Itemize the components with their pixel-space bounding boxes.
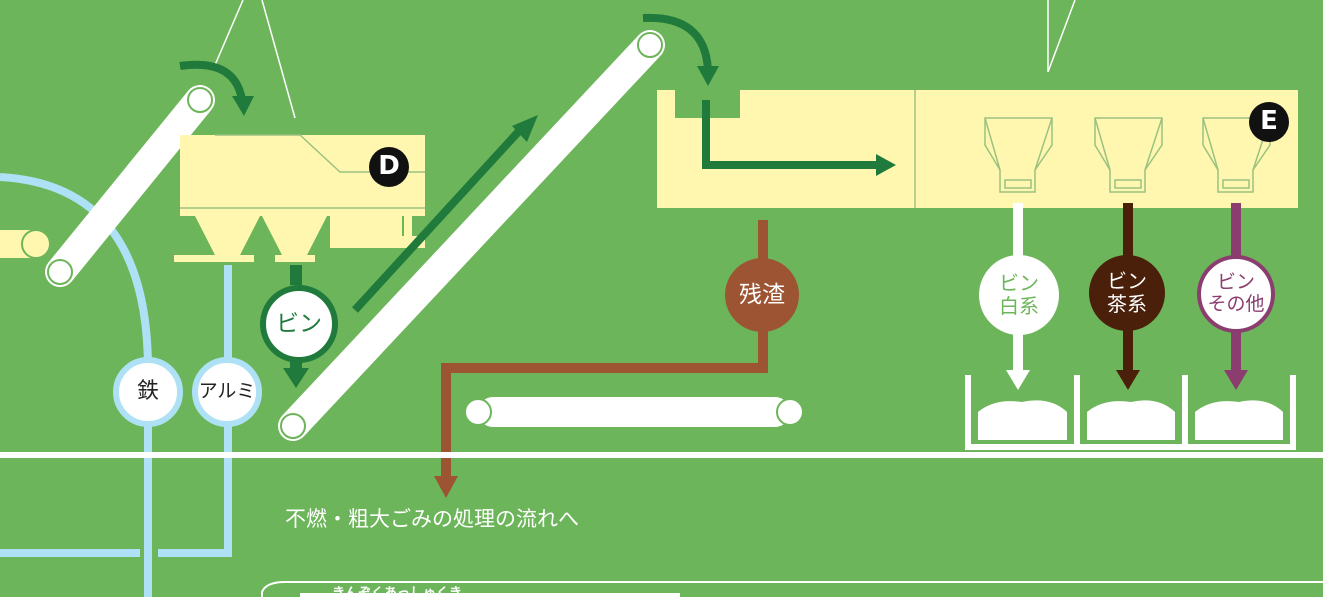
bin-white-badge: ビン 白系 xyxy=(979,255,1059,335)
iron-label-badge: 鉄 xyxy=(113,357,183,427)
bin-white-line1: ビン xyxy=(999,271,1039,295)
aluminum-label-badge: アルミ xyxy=(192,357,262,427)
flow-to-nonburnable-text: 不燃・粗大ごみの処理の流れへ xyxy=(285,507,579,531)
callout-lines xyxy=(214,0,1076,119)
arrow-inside-sorter xyxy=(702,100,880,169)
arrow-to-d xyxy=(179,60,246,101)
bin-white-line2: 白系 xyxy=(999,294,1039,318)
iron-line xyxy=(0,173,152,597)
bin-brown-badge: ビン 茶系 xyxy=(1089,255,1165,331)
machine-e xyxy=(657,90,1298,208)
containers xyxy=(965,375,1296,450)
bottom-panel-outline xyxy=(261,581,1323,597)
residue-label-badge: 残渣 xyxy=(725,258,799,332)
conveyor-horizontal xyxy=(464,397,804,427)
conveyor-diagonal-2 xyxy=(278,30,665,441)
bin-other-badge: ビン その他 xyxy=(1197,255,1275,333)
residue-arrow-head xyxy=(434,476,458,498)
bin-other-line1: ビン xyxy=(1216,271,1255,294)
bin-label-badge: ビン xyxy=(260,285,338,363)
left-conveyor-stub xyxy=(0,229,51,259)
bin-brown-line2: 茶系 xyxy=(1107,292,1147,316)
arrow-to-d-head xyxy=(232,96,254,116)
machine-d xyxy=(174,135,425,262)
bin-arrow-diagonal xyxy=(352,127,523,313)
conveyor-diagonal-1 xyxy=(45,85,215,287)
bin-brown-line1: ビン xyxy=(1107,269,1147,293)
arrow-from-d-head xyxy=(283,368,309,388)
arrow-from-d xyxy=(290,265,302,285)
bottom-tab-label: きんぞくあっしゅくき xyxy=(332,586,463,597)
residue-line xyxy=(441,220,768,480)
arrow-to-sorter xyxy=(642,13,712,71)
marker-e-icon: E xyxy=(1249,102,1289,142)
bin-other-line2: その他 xyxy=(1207,293,1265,315)
marker-d-icon: D xyxy=(369,147,409,187)
